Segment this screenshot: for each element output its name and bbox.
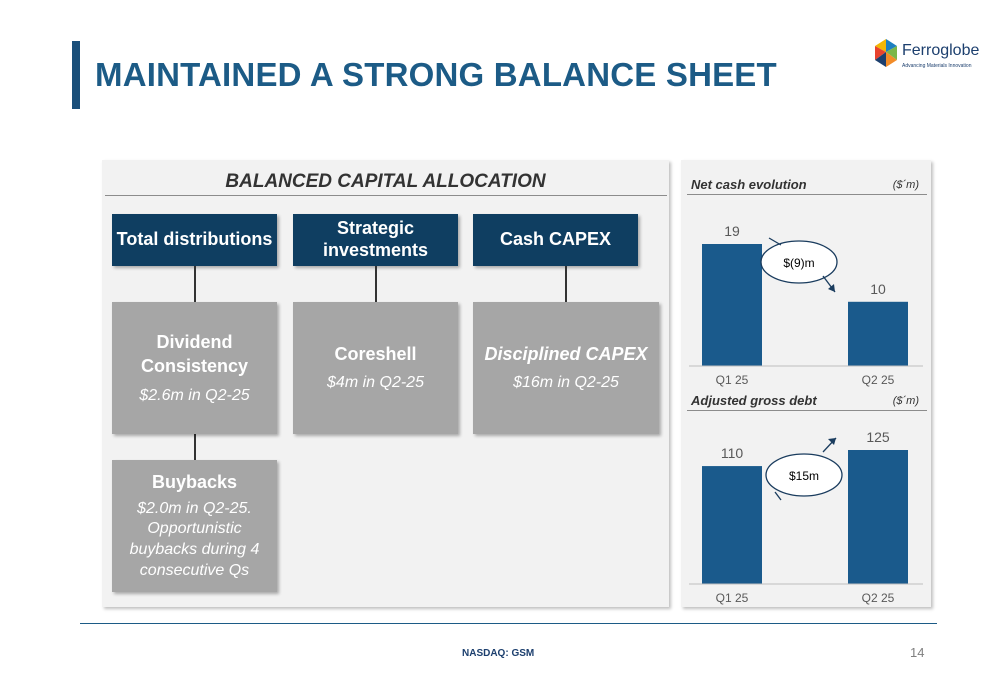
change-annotation-oval <box>760 240 838 284</box>
buybacks-detail: $2.0m in Q2-25. Opportunistic buybacks d… <box>129 499 260 579</box>
bar-value-label: 10 <box>870 281 886 297</box>
slide-title: MAINTAINED A STRONG BALANCE SHEET <box>95 56 777 93</box>
gross-debt-bar-chart: 110 Q1 25 125 Q2 25 $15m <box>689 429 923 605</box>
buybacks-card: Buybacks $2.0m in Q2-25. Opportunistic b… <box>112 460 277 592</box>
capital-allocation-heading: BALANCED CAPITAL ALLOCATION <box>225 171 546 192</box>
coreshell-card: Coreshell $4m in Q2-25 <box>293 302 458 434</box>
category-tick-label: Q2 25 <box>862 591 895 605</box>
footer-ticker: NASDAQ: GSM <box>462 648 535 659</box>
ferroglobe-globe-logo-icon <box>875 39 897 67</box>
logo-tagline: Advancing Materials Innovation <box>902 63 972 69</box>
change-annotation-label: $(9)m <box>783 256 814 270</box>
cash-capex-header: Cash CAPEX <box>473 214 638 266</box>
heading-divider <box>105 195 667 196</box>
net-cash-bar-chart: 19 Q1 25 10 Q2 25 $(9)m <box>689 223 923 387</box>
page-number: 14 <box>910 645 925 660</box>
coreshell-title: Coreshell <box>334 344 417 365</box>
bar-q1-25 <box>702 244 762 366</box>
charts-panel: Net cash evolution ($´m) 19 Q1 25 10 Q2 25 $… <box>681 160 931 607</box>
connector-line <box>194 434 196 460</box>
coreshell-detail: $4m in Q2-25 <box>327 374 424 392</box>
category-tick-label: Q1 25 <box>716 591 749 605</box>
title-accent-bar <box>72 41 80 109</box>
category-tick-label: Q2 25 <box>862 373 895 387</box>
arrow-line <box>768 237 782 246</box>
net-cash-chart-unit: ($´m) <box>892 179 919 191</box>
connector-line <box>565 266 567 302</box>
connector-line <box>375 266 377 302</box>
change-annotation-oval <box>765 453 843 497</box>
dividend-detail: $2.6m in Q2-25 <box>139 386 250 404</box>
total-distributions-header: Total distributions <box>112 214 277 266</box>
arrow-up-icon <box>828 438 836 445</box>
dividend-card: Dividend Consistency $2.6m in Q2-25 <box>112 302 277 434</box>
arrow-down-icon <box>828 284 835 292</box>
net-cash-chart-divider <box>687 194 927 195</box>
change-annotation-label: $15m <box>789 469 819 483</box>
bar-value-label: 125 <box>866 429 890 445</box>
ferroglobe-logo: Ferroglobe Advancing Materials Innovatio… <box>873 38 979 74</box>
bar-value-label: 110 <box>721 445 744 461</box>
footer-divider <box>80 623 937 624</box>
bar-value-label: 19 <box>724 223 740 239</box>
dividend-title: Dividend Consistency <box>140 331 249 377</box>
category-tick-label: Q1 25 <box>716 373 749 387</box>
bar-q1-25 <box>702 466 762 584</box>
capex-detail: $16m in Q2-25 <box>513 374 619 392</box>
capital-allocation-panel: BALANCED CAPITAL ALLOCATION Total distri… <box>102 160 669 607</box>
arrow-line <box>774 491 782 501</box>
buybacks-title: Buybacks <box>151 472 238 493</box>
bar-q2-25 <box>848 301 908 366</box>
capex-title: Disciplined CAPEX <box>484 344 648 365</box>
gross-debt-chart-title: Adjusted gross debt <box>691 393 817 408</box>
gross-debt-chart-divider <box>687 410 927 411</box>
connector-line <box>194 266 196 302</box>
capex-card: Disciplined CAPEX $16m in Q2-25 <box>473 302 659 434</box>
logo-name: Ferroglobe <box>902 42 980 59</box>
net-cash-chart-title: Net cash evolution <box>691 177 807 192</box>
gross-debt-chart-unit: ($´m) <box>892 395 919 407</box>
bar-q2-25 <box>848 450 908 584</box>
strategic-investments-header: Strategic investments <box>293 214 458 266</box>
